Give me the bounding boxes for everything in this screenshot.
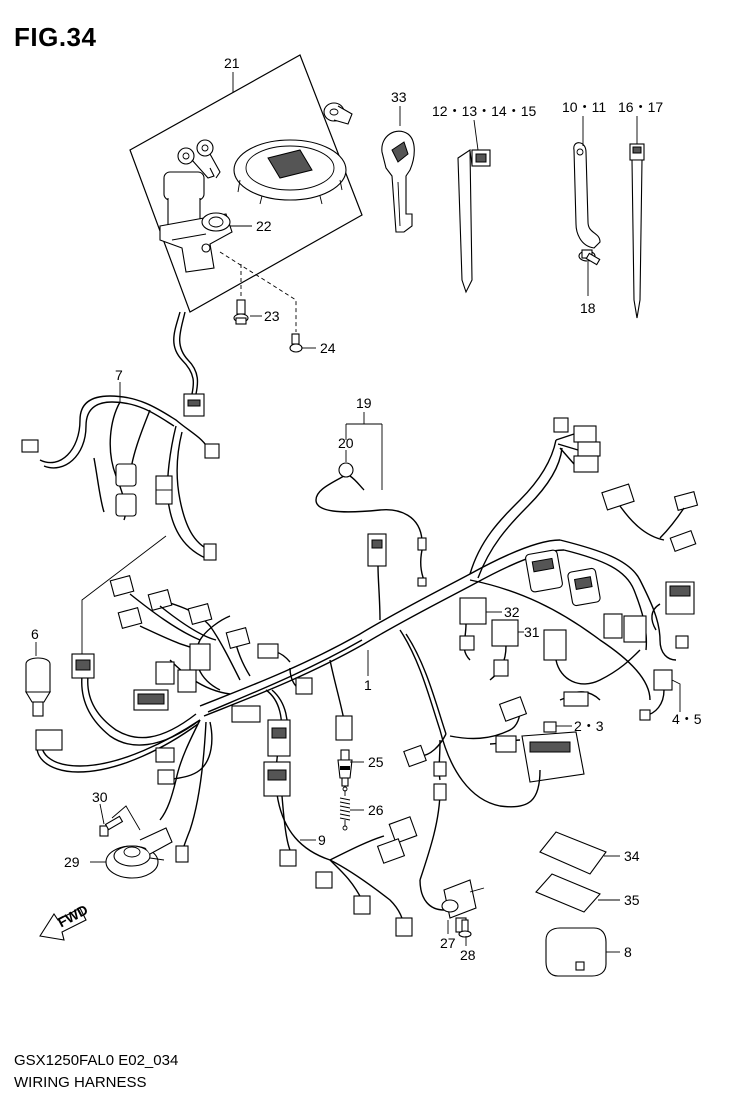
spring-26-icon (339, 786, 351, 831)
callout-35: 35 (624, 892, 640, 908)
fuse-2-3 (543, 721, 557, 733)
callout-18: 18 (580, 300, 596, 316)
callout-25: 25 (368, 754, 384, 770)
callout-29: 29 (64, 854, 80, 870)
callout-24: 24 (320, 340, 336, 356)
bolt-30-icon (99, 815, 124, 837)
cap-8-icon (545, 927, 607, 977)
callout-30: 30 (92, 789, 108, 805)
callout-6: 6 (31, 626, 39, 642)
callout-1: 1 (364, 677, 372, 693)
bolt-24-icon (289, 333, 303, 353)
callout-22: 22 (256, 218, 272, 234)
clamp-10-11-icon (573, 142, 601, 249)
ignition-switch-body (159, 171, 233, 273)
section-name: WIRING HARNESS (14, 1074, 147, 1091)
callout-19: 19 (356, 395, 372, 411)
tape-34-icon (539, 831, 607, 875)
callout-23: 23 (264, 308, 280, 324)
callout-16-17: 16・17 (618, 99, 663, 115)
callout-32: 32 (504, 604, 520, 620)
relay-31 (491, 619, 519, 647)
callout-12-15: 12・13・14・15 (432, 103, 537, 119)
bolt-23-icon (233, 299, 249, 325)
model-code: GSX1250FAL0 E02_034 (14, 1052, 179, 1069)
front-direction-arrow-icon: FWD (39, 901, 91, 941)
callout-labels: 21 22 23 24 33 12・13・14・15 10・11 16・17 1… (31, 55, 702, 963)
sensor-lead-19-20 (315, 462, 427, 587)
switch-25-icon (337, 749, 353, 787)
key-33-icon (381, 130, 415, 233)
sensor-27-icon (441, 879, 485, 933)
leader-lines (35, 72, 681, 953)
bolt-18-icon (578, 249, 601, 266)
connector-6-icon (25, 657, 51, 717)
connector-near-19 (367, 533, 387, 567)
callout-8: 8 (624, 944, 632, 960)
callout-26: 26 (368, 802, 384, 818)
callout-10-11: 10・11 (562, 99, 606, 115)
sub-harness-7-connector-b (204, 443, 220, 459)
callout-4-5: 4・5 (672, 711, 702, 727)
tape-35-icon (535, 873, 601, 913)
callout-31: 31 (524, 624, 540, 640)
sub-harness-7 (21, 395, 220, 561)
callout-20: 20 (338, 435, 354, 451)
callout-7: 7 (115, 367, 123, 383)
callout-9: 9 (318, 832, 326, 848)
ignition-switch-set-group (129, 54, 363, 417)
horn-29-icon (105, 827, 173, 879)
cable-tie-clamp-12-15-icon (457, 148, 491, 294)
main-wiring-harness (35, 417, 699, 938)
fuel-cap-lock-icon (233, 139, 347, 205)
callout-33: 33 (391, 89, 407, 105)
figure-title: FIG.34 (14, 22, 97, 52)
callout-2-3: 2・3 (574, 718, 604, 734)
cable-tie-16-17-icon (629, 143, 645, 319)
sub-harness-7-connector-a (21, 439, 39, 453)
callout-28: 28 (460, 947, 476, 963)
key-pair-icon (177, 139, 221, 179)
callout-21: 21 (224, 55, 240, 71)
ignition-set-frame (129, 54, 363, 313)
relay-32 (459, 597, 487, 625)
callout-27: 27 (440, 935, 456, 951)
seat-lock-cylinder-icon (323, 102, 353, 125)
bolt-28-icon (458, 919, 472, 938)
callout-34: 34 (624, 848, 640, 864)
